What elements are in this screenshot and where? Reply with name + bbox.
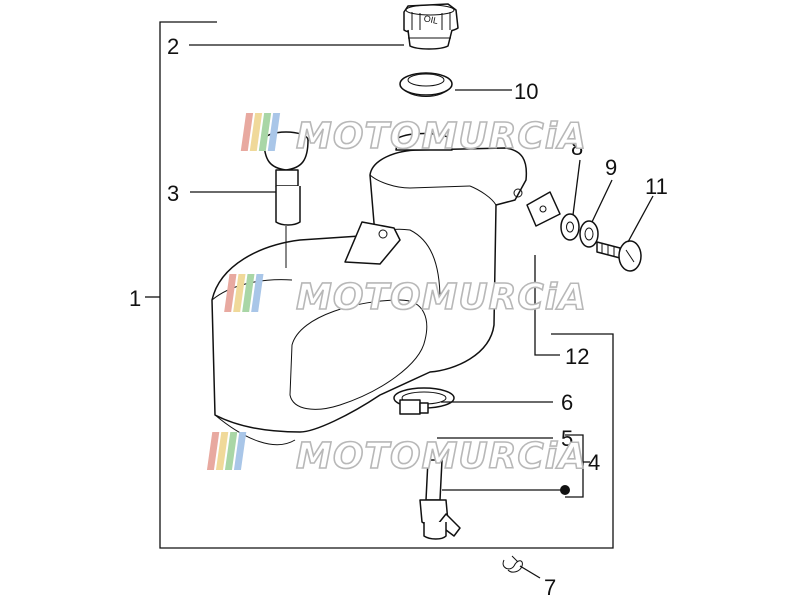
watermark-stripe-yellow xyxy=(233,274,246,312)
callout-11: 11 xyxy=(645,174,668,199)
assembly-bracket-12 xyxy=(534,255,560,356)
spring-clip xyxy=(502,555,523,573)
oil-outlet-pipe xyxy=(419,459,461,540)
assembly-bracket-1 xyxy=(145,21,614,549)
leader-dot xyxy=(560,485,570,495)
washer-8 xyxy=(560,213,580,241)
watermark-stripe-green xyxy=(224,432,238,470)
leader-lines xyxy=(189,44,654,579)
watermark-stripe-blue xyxy=(251,274,264,312)
callout-4: 4 xyxy=(588,450,600,475)
washer-9 xyxy=(579,220,599,248)
watermark-text: MOTOMURCiA xyxy=(296,277,587,318)
watermark-stripe-green xyxy=(258,113,272,151)
callout-12: 12 xyxy=(565,344,589,369)
watermark-stripe-yellow xyxy=(215,432,229,470)
mounting-screw xyxy=(596,240,642,272)
watermark-stripe-blue xyxy=(233,432,247,470)
watermark-stripe-red xyxy=(206,432,220,470)
watermark-stripe-green xyxy=(242,274,255,312)
callout-9: 9 xyxy=(605,155,617,180)
watermark-stripe-red xyxy=(240,113,254,151)
callout-6: 6 xyxy=(561,390,573,415)
callout-5: 5 xyxy=(561,426,573,451)
callout-labels: 1 2 3 4 5 6 7 8 9 10 11 12 xyxy=(129,34,668,600)
watermark-top: MOTOMURCiA xyxy=(240,113,587,158)
dipstick-plug xyxy=(263,131,309,268)
watermark-stripe-red xyxy=(224,274,237,312)
callout-8: 8 xyxy=(571,135,583,160)
callout-1: 1 xyxy=(129,286,141,311)
watermark-bottom: MOTOMURCiA xyxy=(206,432,587,478)
watermark-stripe-yellow xyxy=(249,113,263,151)
clip-nut xyxy=(526,191,561,227)
callout-3: 3 xyxy=(167,181,179,206)
watermark-text: MOTOMURCiA xyxy=(296,116,587,157)
oil-cap-label: OIL xyxy=(423,13,439,26)
watermark-stripe-blue xyxy=(267,113,281,151)
hose-clamp xyxy=(393,387,455,415)
callout-7: 7 xyxy=(544,575,556,600)
oil-cap: OIL xyxy=(403,3,459,50)
filler-seal xyxy=(399,72,453,97)
callout-10: 10 xyxy=(514,79,538,104)
watermark-text: MOTOMURCiA xyxy=(296,436,587,477)
callout-2: 2 xyxy=(167,34,179,59)
oil-tank-body xyxy=(211,132,528,446)
watermark-middle: MOTOMURCiA xyxy=(224,274,587,319)
assembly-bracket-4 xyxy=(565,434,590,498)
